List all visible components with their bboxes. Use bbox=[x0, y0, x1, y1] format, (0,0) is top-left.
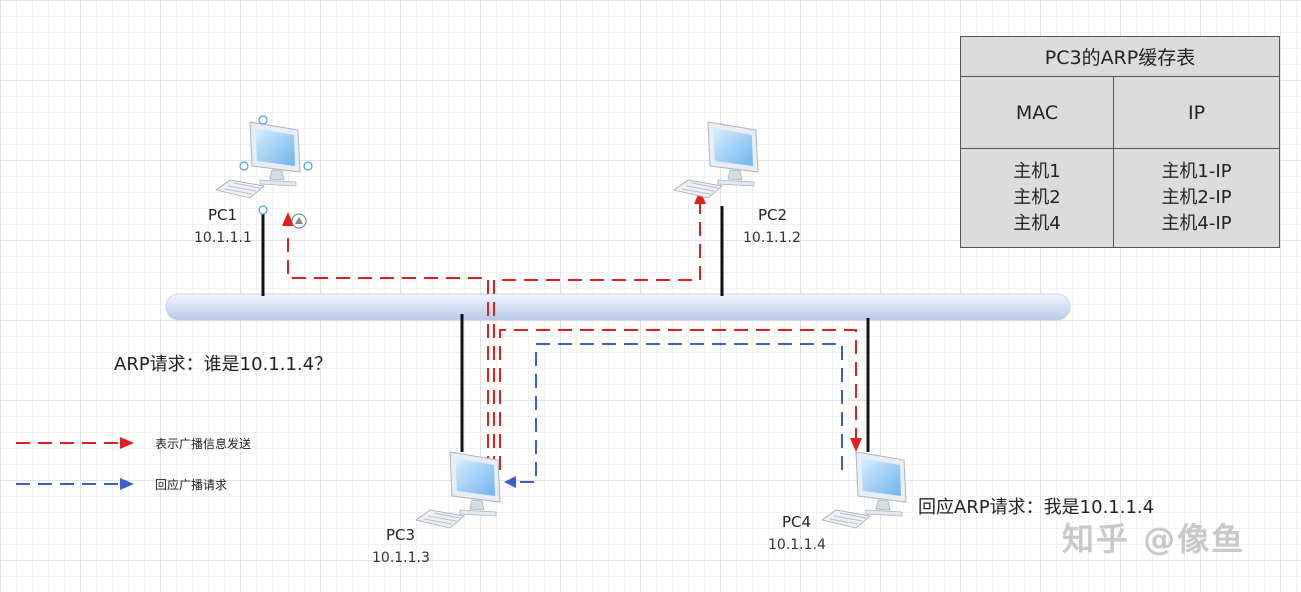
legend-broadcast-arrow bbox=[120, 437, 134, 449]
reply-path bbox=[516, 343, 843, 483]
arrowhead-pc2 bbox=[694, 190, 706, 204]
arrowhead-reply bbox=[504, 476, 516, 488]
selection-handles bbox=[239, 115, 313, 215]
arp-request-label: ARP请求：谁是10.1.1.4？ bbox=[114, 354, 333, 375]
pc3-name: PC3 bbox=[386, 526, 416, 544]
watermark: 知乎 @像鱼 bbox=[1062, 520, 1246, 558]
pc2-name: PC2 bbox=[758, 206, 788, 224]
pc2-ip: 10.1.1.2 bbox=[743, 230, 801, 246]
arp-table-ip-entry: 主机1-IP bbox=[1161, 161, 1232, 182]
rotate-handle-icon bbox=[291, 213, 307, 229]
arp-table-header-mac: MAC bbox=[961, 77, 1114, 149]
arp-table-ip-entry: 主机2-IP bbox=[1161, 187, 1232, 208]
pc4-name: PC4 bbox=[782, 513, 812, 531]
pc3-ip: 10.1.1.3 bbox=[372, 550, 430, 566]
network-bus bbox=[165, 293, 1071, 321]
arp-table-mac-entry: 主机4 bbox=[1013, 213, 1061, 234]
arp-table-mac-entry: 主机2 bbox=[1013, 187, 1061, 208]
arp-table-title: PC3的ARP缓存表 bbox=[961, 37, 1279, 77]
arp-table-mac-entry: 主机1 bbox=[1013, 161, 1061, 182]
arp-table-mac-column: 主机1 主机2 主机4 bbox=[961, 149, 1114, 247]
broadcast-path-pc4 bbox=[499, 329, 857, 470]
pc1-name: PC1 bbox=[208, 206, 238, 224]
pc4-computer-icon bbox=[821, 451, 907, 529]
arp-table-ip-entry: 主机4-IP bbox=[1161, 213, 1232, 234]
pc2-computer-icon bbox=[673, 121, 759, 199]
arp-reply-label: 回应ARP请求：我是10.1.1.4 bbox=[918, 497, 1155, 518]
arrowhead-pc4 bbox=[850, 438, 862, 452]
broadcast-path-pc1 bbox=[287, 232, 489, 470]
pc4-ip: 10.1.1.4 bbox=[768, 537, 826, 553]
arrowhead-pc1 bbox=[282, 212, 294, 226]
pc3-computer-icon bbox=[415, 451, 501, 529]
pc1-computer-icon bbox=[215, 121, 301, 199]
legend-reply-text: 回应广播请求 bbox=[155, 478, 228, 492]
arp-cache-table: PC3的ARP缓存表 MAC IP 主机1 主机2 主机4 主机1-IP 主机2… bbox=[960, 36, 1280, 248]
legend-reply-arrow bbox=[120, 478, 134, 490]
pc1-ip: 10.1.1.1 bbox=[194, 230, 252, 246]
arp-table-ip-column: 主机1-IP 主机2-IP 主机4-IP bbox=[1114, 149, 1279, 247]
broadcast-path-pc2 bbox=[493, 204, 701, 470]
arp-table-header-ip: IP bbox=[1114, 77, 1279, 149]
legend-broadcast-text: 表示广播信息发送 bbox=[155, 437, 252, 451]
